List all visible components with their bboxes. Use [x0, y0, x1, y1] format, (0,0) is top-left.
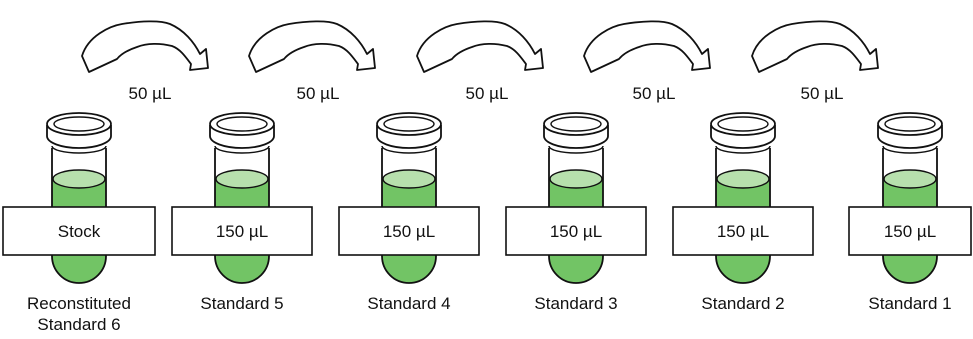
curved-arrow-icon — [416, 20, 544, 73]
curved-arrow-icon — [81, 20, 209, 73]
tube-glass — [381, 148, 437, 284]
tube-glass — [882, 148, 938, 284]
tube-label-box — [338, 206, 480, 256]
tube-caption: Standard 2 — [701, 294, 784, 313]
tube-label-text: 150 µL — [550, 222, 602, 241]
tube-liquid-surface — [382, 169, 436, 189]
tube-label-box — [2, 206, 156, 256]
tube-opening — [884, 116, 936, 132]
tube-liquid-surface — [549, 169, 603, 189]
tube-neck — [51, 145, 107, 154]
tube-opening — [383, 116, 435, 132]
tube-label-box — [848, 206, 972, 256]
transfer-volume: 50 µL — [466, 84, 509, 103]
tube-opening — [216, 116, 268, 132]
transfer-volume: 50 µL — [129, 84, 172, 103]
tube-label-text: 150 µL — [383, 222, 435, 241]
tube-neck — [882, 145, 938, 154]
tube-label-text: 150 µL — [717, 222, 769, 241]
tube-neck — [381, 145, 437, 154]
tube-label-text: Stock — [58, 222, 101, 241]
tube-liquid-surface — [883, 169, 937, 189]
transfer-5: 50 µL — [751, 20, 879, 103]
transfer-volume: 50 µL — [633, 84, 676, 103]
tube-caption: Standard 5 — [200, 294, 283, 313]
tube-glass — [214, 148, 270, 284]
tube-caption: Standard 4 — [367, 294, 450, 313]
tube-label-text: 150 µL — [884, 222, 936, 241]
tube-caption: Standard 1 — [868, 294, 951, 313]
tube-liquid-surface — [716, 169, 770, 189]
curved-arrow-icon — [248, 20, 376, 73]
tube-glass — [548, 148, 604, 284]
tube-glass — [51, 148, 107, 284]
tube-glass — [715, 148, 771, 284]
transfer-1: 50 µL — [81, 20, 209, 103]
tube-opening — [717, 116, 769, 132]
tube-6: 150 µL Standard 1 — [848, 112, 972, 313]
transfer-4: 50 µL — [583, 20, 711, 103]
tube-caption: Standard 3 — [534, 294, 617, 313]
tube-label-box — [171, 206, 313, 256]
curved-arrow-icon — [583, 20, 711, 73]
tube-2: 150 µL Standard 5 — [171, 112, 313, 313]
tube-neck — [214, 145, 270, 154]
tube-label-box — [672, 206, 814, 256]
tube-neck — [548, 145, 604, 154]
tube-opening — [53, 116, 105, 132]
tube-opening — [550, 116, 602, 132]
curved-arrow-icon — [751, 20, 879, 73]
transfer-volume: 50 µL — [801, 84, 844, 103]
tube-caption: Standard 6 — [37, 315, 120, 334]
tube-4: 150 µL Standard 3 — [505, 112, 647, 313]
tube-caption: Reconstituted — [27, 294, 131, 313]
tube-3: 150 µL Standard 4 — [338, 112, 480, 313]
tube-label-text: 150 µL — [216, 222, 268, 241]
tube-liquid-surface — [52, 169, 106, 189]
transfer-2: 50 µL — [248, 20, 376, 103]
transfer-volume: 50 µL — [297, 84, 340, 103]
transfer-3: 50 µL — [416, 20, 544, 103]
tube-liquid-surface — [215, 169, 269, 189]
tube-neck — [715, 145, 771, 154]
tube-label-box — [505, 206, 647, 256]
tube-5: 150 µL Standard 2 — [672, 112, 814, 313]
